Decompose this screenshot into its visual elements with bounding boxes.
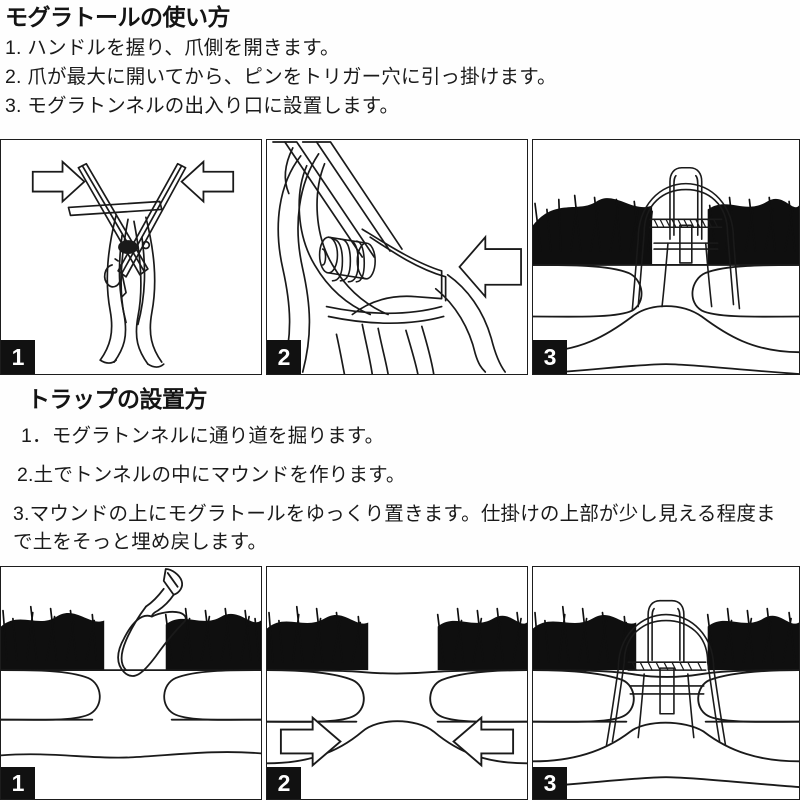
usage-panel-2: 2 xyxy=(266,139,528,375)
usage-step-3: 3. モグラトンネルの出入り口に設置します。 xyxy=(5,95,400,117)
trigger-mechanism-illustration xyxy=(272,141,522,374)
panel-badge: 1 xyxy=(1,340,35,374)
arrow-right-icon xyxy=(31,159,86,204)
setup-step-3: 3.マウンドの上にモグラトールをゆっくり置きます。仕掛けの上部が少し見える程度ま… xyxy=(13,503,776,553)
turf-layer xyxy=(533,194,799,265)
arrow-left-icon xyxy=(452,715,515,768)
usage-step-2: 2. 爪が最大に開いてから、ピンをトリガー穴に引っ掛けます。 xyxy=(5,66,557,88)
arrow-left-icon xyxy=(458,234,522,300)
trap-device xyxy=(631,166,741,312)
trap-open-illustration xyxy=(31,159,235,368)
setup-section: トラップの設置方 1．モグラトンネルに通り道を掘ります。 2.土でトンネルの中に… xyxy=(5,386,783,566)
panel-badge: 3 xyxy=(533,340,567,374)
setup-panel-3: 3 xyxy=(532,566,800,800)
panel-badge: 2 xyxy=(267,340,301,374)
usage-step-1: 1. ハンドルを握り、爪側を開きます。 xyxy=(5,37,340,59)
panel-badge: 2 xyxy=(267,767,301,799)
setup-step-list: 1．モグラトンネルに通り道を掘ります。 2.土でトンネルの中にマウンドを作ります… xyxy=(5,422,783,556)
setup-step-2: 2.土でトンネルの中にマウンドを作ります。 xyxy=(17,464,406,486)
usage-panel-1: 1 xyxy=(0,139,262,375)
usage-step-list: 1. ハンドルを握り、爪側を開きます。 2. 爪が最大に開いてから、ピンをトリガ… xyxy=(5,34,557,121)
setup-step-1: 1．モグラトンネルに通り道を掘ります。 xyxy=(21,425,385,447)
trap-at-tunnel-illustration xyxy=(533,166,799,374)
setup-figure-row: 1 xyxy=(0,566,800,800)
setup-panel-2: 2 xyxy=(266,566,528,800)
panel-badge: 3 xyxy=(533,767,567,799)
usage-figure-row: 1 xyxy=(0,139,800,375)
trap-over-mound-illustration xyxy=(533,599,799,789)
turf-layer xyxy=(267,605,527,671)
usage-section-title: モグラトールの使い方 xyxy=(5,4,230,30)
soil-mound-illustration xyxy=(267,605,527,768)
usage-section: モグラトールの使い方 1. ハンドルを握り、爪側を開きます。 2. 爪が最大に開… xyxy=(5,4,557,121)
trowel-icon xyxy=(117,568,187,677)
trap-device xyxy=(605,599,727,747)
usage-panel-3: 3 xyxy=(532,139,800,375)
arrow-right-icon xyxy=(279,715,342,768)
setup-panel-1: 1 xyxy=(0,566,262,800)
turf-layer xyxy=(533,605,799,671)
panel-badge: 1 xyxy=(1,767,35,799)
turf-layer xyxy=(1,605,261,671)
setup-section-title: トラップの設置方 xyxy=(27,386,208,412)
trowel-digging-illustration xyxy=(1,568,261,759)
arrow-left-icon xyxy=(180,159,235,204)
